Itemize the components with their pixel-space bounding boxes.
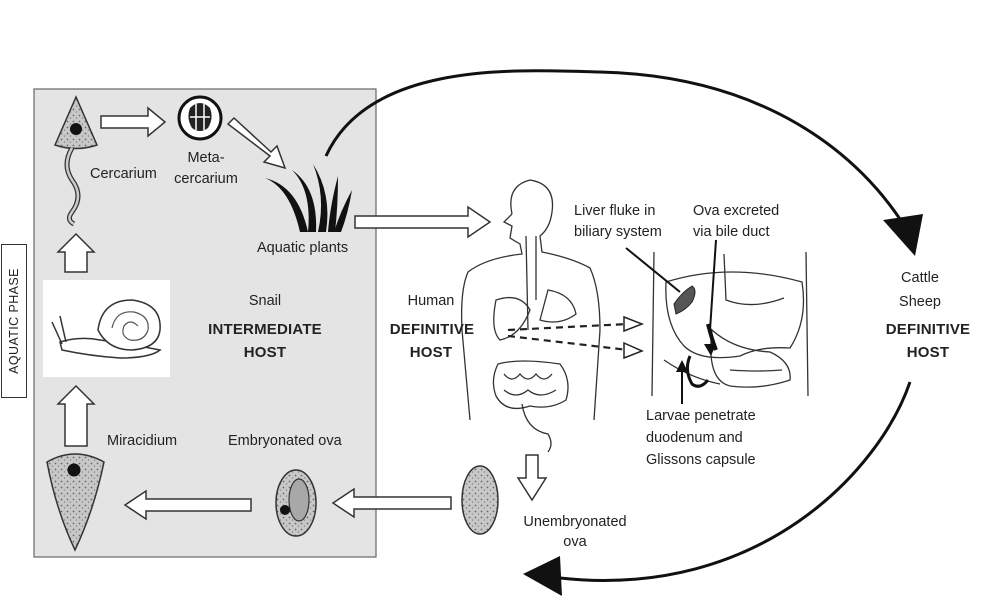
unembryonated-label-1: Unembryonated [523, 514, 627, 530]
unembryonated-label-2: ova [563, 534, 587, 550]
aquatic-plants-label: Aquatic plants [257, 240, 349, 256]
arrow-unembryonated-to-embryonated [331, 487, 452, 519]
livestock-definitive-label: DEFINITIVE [885, 321, 971, 338]
metacercarium-label-1: Meta- [187, 150, 225, 166]
embryonated-ova-icon [275, 469, 317, 537]
ova-excreted-label-2: via bile duct [693, 224, 770, 240]
embryonated-ova-label: Embryonated ova [228, 433, 342, 449]
arrow-metacercarium-to-plants [226, 116, 287, 170]
arrow-human-to-ova [516, 454, 548, 502]
aquatic-plants-icon [265, 164, 352, 232]
dashed-arrows-human-to-liver [507, 322, 629, 352]
pointer-ova-excreted-head [704, 344, 716, 356]
human-label: Human [407, 293, 455, 309]
snail-label: Snail [248, 293, 282, 309]
snail-icon [51, 299, 162, 359]
pointer-liver-fluke [625, 247, 681, 293]
unembryonated-ova-icon [461, 465, 499, 535]
livestock-host-label: HOST [906, 344, 950, 361]
arrow-miracidium-to-snail [56, 384, 96, 447]
pointer-ova-excreted [709, 239, 717, 331]
human-definitive-label: DEFINITIVE [389, 321, 475, 338]
intermediate-host-label-2: HOST [243, 344, 287, 361]
cercarium-icon [53, 95, 99, 227]
cattle-label: Cattle [901, 270, 939, 286]
cercarium-label: Cercarium [90, 166, 157, 182]
metacercarium-label-2: cercarium [174, 171, 238, 187]
sheep-label: Sheep [899, 294, 941, 310]
larvae-label-3: Glissons capsule [646, 452, 756, 468]
arrow-snail-to-cercarium [56, 232, 96, 273]
curve-cattle-to-ova [559, 381, 912, 582]
aquatic-phase-label: AQUATIC PHASE [7, 268, 21, 374]
human-host-label: HOST [409, 344, 453, 361]
liver-organs-icon [651, 251, 809, 397]
human-body-icon [460, 179, 601, 453]
larvae-curve [685, 355, 710, 388]
ova-excreted-label-1: Ova excreted [693, 203, 780, 219]
liver-fluke-label-1: Liver fluke in [574, 203, 656, 219]
curve-cattle-to-ova-head [523, 556, 562, 596]
liver-fluke-icon [673, 285, 696, 315]
dashed-arrow-head-2 [623, 341, 644, 360]
larvae-label-1: Larvae penetrate [646, 408, 756, 424]
arrow-plants-to-human [354, 205, 492, 239]
metacercarium-icon [177, 95, 223, 141]
arrow-cercarium-to-metacercarium [100, 106, 167, 138]
aquatic-phase-label-box: AQUATIC PHASE [1, 244, 27, 398]
dashed-arrow-head-1 [623, 315, 645, 333]
larvae-label-2: duodenum and [646, 430, 743, 446]
miracidium-label: Miracidium [107, 433, 178, 449]
liver-fluke-label-2: biliary system [574, 224, 662, 240]
curve-plants-to-cattle [324, 69, 912, 236]
curve-plants-to-cattle-head [883, 214, 923, 256]
pointer-larvae-head [676, 360, 688, 372]
arrow-embryonated-to-miracidium [123, 489, 252, 521]
intermediate-host-label-1: INTERMEDIATE [208, 321, 322, 338]
miracidium-icon [46, 453, 105, 552]
bile-duct-path [706, 323, 718, 351]
